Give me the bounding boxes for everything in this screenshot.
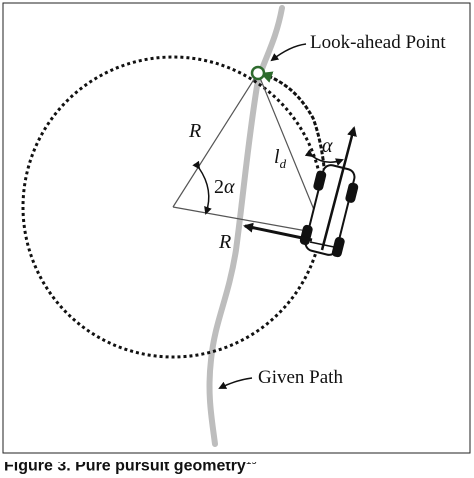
look-ahead-pointer — [270, 43, 307, 62]
radius-line-top — [172, 72, 259, 208]
figure-caption: Figure 3. Pure pursuit geometry19 — [4, 456, 257, 475]
vehicle-body — [304, 164, 356, 256]
center-angle-coefficient: 2 — [214, 176, 224, 198]
look-ahead-label: Look-ahead Point — [310, 32, 446, 53]
given-path-label: Given Path — [258, 367, 343, 388]
radius-label-bottom: R — [218, 231, 231, 253]
given-path-pointer — [218, 377, 253, 389]
wheel-front-left — [313, 170, 327, 191]
radius-line-bottom — [172, 206, 319, 234]
wheel-rear-right — [331, 237, 345, 258]
lookahead-distance-subscript: d — [280, 156, 287, 171]
caption-reference: 19 — [245, 456, 257, 467]
center-angle-arc — [192, 160, 212, 215]
heading-arrow — [320, 126, 357, 251]
look-ahead-point-marker — [250, 65, 266, 81]
lookahead-distance-symbol: l — [274, 146, 280, 168]
car-angle-arc — [304, 149, 344, 166]
center-angle-label: 2α — [214, 176, 235, 198]
center-angle-symbol: α — [224, 176, 235, 198]
lookahead-distance-label: ld — [274, 146, 287, 171]
car-angle-label: α — [322, 135, 333, 157]
caption-text: Figure 3. Pure pursuit geometry — [4, 457, 246, 475]
vehicle — [299, 164, 359, 258]
figure-frame — [2, 2, 471, 454]
wheel-front-right — [345, 182, 359, 203]
radius-arrow — [243, 222, 313, 242]
radius-label-top: R — [188, 120, 201, 142]
rear-axle-marker — [309, 241, 335, 248]
